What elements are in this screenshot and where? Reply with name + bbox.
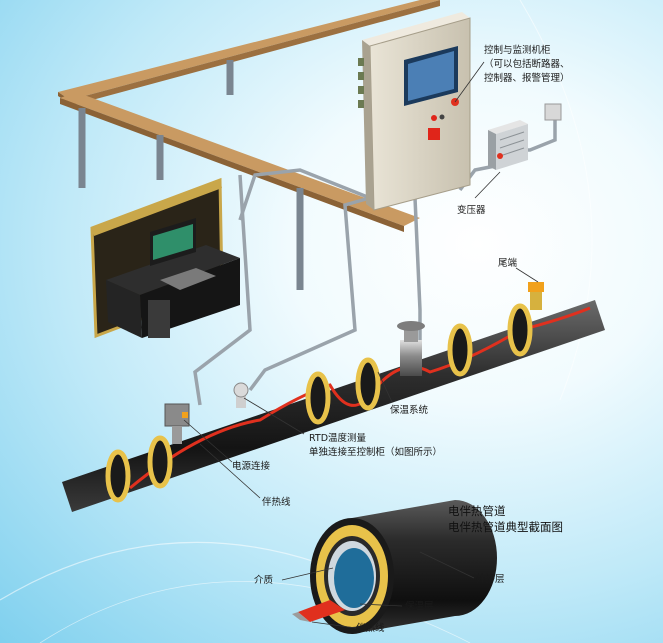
- label-control-cabinet: 控制与监测机柜: [484, 45, 551, 56]
- label-control-cabinet-note-2: 控制器、报警管理）: [484, 73, 570, 84]
- label-insulation-system: 保温系统: [390, 405, 429, 416]
- transformer: [488, 120, 528, 170]
- label-section-title-2: 电伴热管道典型截面图: [448, 520, 563, 534]
- control-cabinet: [358, 12, 471, 211]
- label-power-connection: 电源连接: [232, 461, 271, 472]
- label-outer-jacket: 外护层: [476, 574, 505, 585]
- label-heat-cable-section: 伴热线: [356, 623, 385, 634]
- label-section-title-1: 电伴热管道: [448, 504, 506, 518]
- label-transformer: 变压器: [457, 205, 486, 216]
- label-end-terminal: 尾端: [498, 258, 518, 269]
- leader-lines: [183, 61, 539, 629]
- cable-tray: [58, 0, 440, 290]
- label-rtd-1: RTD温度测量: [309, 433, 367, 444]
- cross-section: [292, 500, 497, 634]
- label-control-cabinet-note-1: （可以包括断路器、: [484, 59, 570, 70]
- pipeline: [62, 282, 605, 512]
- label-heat-cable: 伴热线: [262, 497, 291, 508]
- junction-box: [544, 103, 562, 121]
- label-medium: 介质: [254, 575, 274, 586]
- label-insulation-layer: 保温层: [405, 601, 434, 612]
- conduits: [193, 120, 557, 406]
- label-rtd-2: 单独连接至控制柜（如图所示）: [309, 447, 443, 458]
- workstation: [90, 177, 240, 339]
